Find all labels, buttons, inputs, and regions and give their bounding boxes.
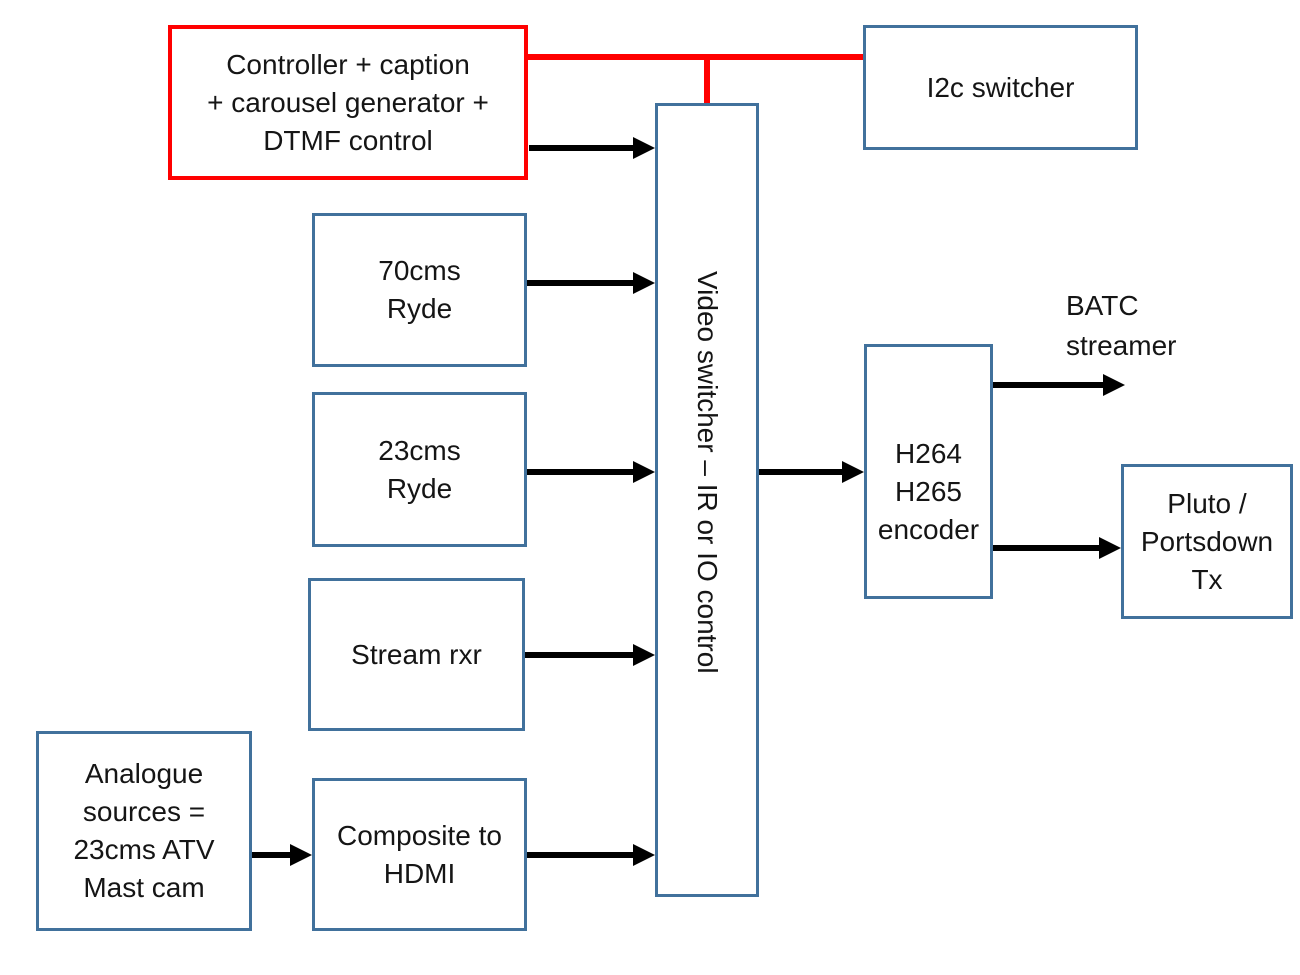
red-bus-line-horizontal — [528, 54, 863, 60]
video-switcher-label: Video switcher – IR or IO control — [692, 270, 723, 674]
arrow-video-switcher-to-encoder — [759, 461, 864, 483]
pluto-portsdown-tx-box: Pluto / Portsdown Tx — [1121, 464, 1293, 619]
batc-streamer-label: BATC streamer — [1066, 290, 1177, 361]
arrow-stream-rxr-to-video-switcher — [525, 644, 655, 666]
composite-to-hdmi-box: Composite to HDMI — [312, 778, 527, 931]
arrow-shaft — [529, 145, 633, 151]
analogue-sources-label: Analogue sources = 23cms ATV Mast cam — [73, 758, 215, 903]
arrow-shaft — [527, 852, 633, 858]
arrow-shaft — [527, 469, 633, 475]
arrowhead-icon — [633, 844, 655, 866]
arrowhead-icon — [1099, 537, 1121, 559]
arrowhead-icon — [1103, 374, 1125, 396]
video-switcher-box: Video switcher – IR or IO control — [655, 103, 759, 897]
i2c-switcher-label: I2c switcher — [926, 71, 1075, 103]
arrow-controller-to-video-switcher — [529, 137, 655, 159]
analogue-sources-box: Analogue sources = 23cms ATV Mast cam — [36, 731, 252, 931]
h264-encoder-label: H264 H265 encoder — [877, 437, 980, 545]
i2c-switcher-box: I2c switcher — [863, 25, 1138, 150]
stream-rxr-label: Stream rxr — [351, 638, 482, 670]
ryde-23cms-box: 23cms Ryde — [312, 392, 527, 547]
arrow-23cms-to-video-switcher — [527, 461, 655, 483]
red-bus-line-drop — [704, 57, 710, 114]
arrowhead-icon — [633, 137, 655, 159]
ryde-70cms-label: 70cms Ryde — [378, 255, 461, 324]
arrow-shaft — [993, 382, 1103, 388]
arrow-encoder-to-pluto — [993, 537, 1121, 559]
controller-box: Controller + caption + carousel generato… — [168, 25, 528, 180]
pluto-portsdown-tx-label: Pluto / Portsdown Tx — [1140, 487, 1274, 595]
arrowhead-icon — [290, 844, 312, 866]
ryde-70cms-box: 70cms Ryde — [312, 213, 527, 367]
ryde-23cms-label: 23cms Ryde — [378, 434, 461, 504]
arrow-70cms-to-video-switcher — [527, 272, 655, 294]
arrow-encoder-to-batc-streamer — [993, 374, 1125, 396]
composite-to-hdmi-label: Composite to HDMI — [337, 819, 502, 889]
controller-label: Controller + caption + carousel generato… — [207, 48, 489, 156]
arrow-shaft — [759, 469, 842, 475]
arrowhead-icon — [633, 644, 655, 666]
arrowhead-icon — [842, 461, 864, 483]
arrow-analogue-to-composite — [252, 844, 312, 866]
arrowhead-icon — [633, 461, 655, 483]
arrow-shaft — [993, 545, 1099, 551]
stream-rxr-box: Stream rxr — [308, 578, 525, 731]
h264-encoder-box: H264 H265 encoder — [864, 344, 993, 599]
arrow-composite-to-video-switcher — [527, 844, 655, 866]
arrowhead-icon — [633, 272, 655, 294]
arrow-shaft — [252, 852, 290, 858]
arrow-shaft — [525, 652, 633, 658]
arrow-shaft — [527, 280, 633, 286]
